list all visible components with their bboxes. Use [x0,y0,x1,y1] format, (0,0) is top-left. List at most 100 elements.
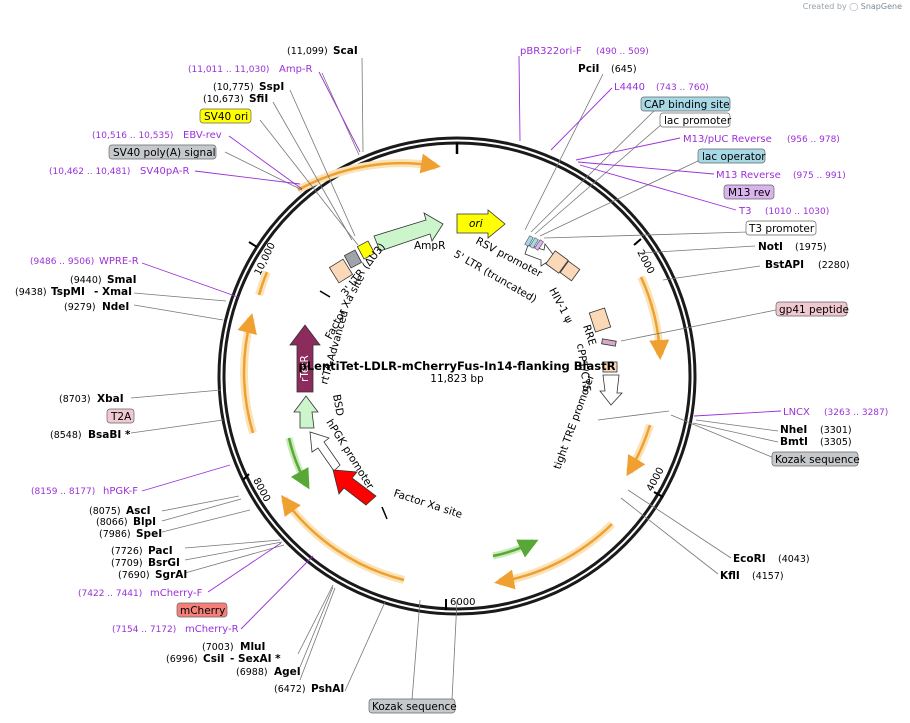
site-sgrai: SgrAI [155,569,187,581]
rre-block [588,307,612,333]
box-gp41-peptide [775,301,848,317]
box-mcherry-label: mCherry [180,605,225,617]
site-bsabi: BsaBI [88,429,121,441]
rtetr-feature-arrow [289,324,321,393]
enzyme-sites: (11,099) ScaI (10,775) SspI (10,673) Sfi… [15,45,852,695]
tre-feature-arrow [599,374,623,406]
orf-arc-top-line [297,153,441,192]
site-pos-bstapi: (2280) [818,260,850,271]
ltr3-block [328,258,354,284]
ori-label: ori [469,218,483,230]
site-smai: SmaI [107,274,137,286]
orf-arc-bottom-left [280,496,405,584]
plasmid-name: pLentiTet-LDLR-mCherryFus-In14-flanking … [299,359,616,373]
cppt-block [601,338,617,347]
box-cap-binding-site-label: CAP binding site [644,99,730,111]
site-pos-sspi: (10,775) [213,82,254,93]
box-mcherry [176,602,228,618]
primer-ebv-rev: EBV-rev [183,130,222,141]
site-pos-sfii: (10,673) [203,94,244,105]
primer-pos-hpgk-f: (8159 .. 8177) [31,487,95,497]
primer-mcherry-r: mCherry-R [185,624,239,635]
orf-arc-upper-left-line [257,271,269,296]
primer-pos-wpre-r: (9486 .. 9506) [30,257,94,267]
site-sspi: SspI [259,81,284,93]
box-sv40-ori-label: SV40 ori [204,111,248,123]
bsd-arcs [285,437,539,560]
site-csii: CsiI [203,653,224,665]
primer-amp-r: Amp-R [279,64,313,75]
site-ecori: EcoRI [733,553,766,565]
bsd-arc-left-line [287,437,310,490]
site-bmti: BmtI [780,436,808,448]
site-nhei: NheI [780,424,807,436]
sv40-ori-block [356,240,376,260]
m13-rev-mark [534,239,544,251]
site-pos-nhei: (3301) [820,425,852,436]
primer-pos-pbr322ori-f: (490 .. 509) [596,47,649,57]
primer-pos-m13-puc-reverse: (956 .. 978) [787,135,840,145]
site-pos-kfli: (4157) [752,571,784,582]
ori-feature-arrow [456,209,506,239]
box-kozak-bottom-label: Kozak sequence [372,701,457,713]
site-scai: ScaI [333,45,358,57]
site-pos-asci: (8075) [89,506,121,517]
site-tspmi: TspMI [51,286,85,298]
primer-pos-sv40pa-r: (10,462 .. 10,481) [49,167,130,177]
tick-label-6000: 6000 [450,597,475,608]
primer-pos-t3: (1010 .. 1030) [765,207,829,217]
site-spei: SpeI [136,528,162,540]
orf-arcs [237,153,670,590]
site-noti: NotI [758,241,783,253]
box-cap-binding-site [640,96,731,112]
site-paci: PacI [148,545,173,557]
feature-boxes: SV40 ori SV40 poly(A) signal T2A mCherry… [106,96,860,714]
primer-pos-lncx: (3263 .. 3287) [824,408,888,418]
sv40-polya-block [343,249,363,269]
bsd-arc-bottom-line [492,539,539,558]
box-kozak-right-label: Kozak sequence [775,454,860,466]
primer-lncx: LNCX [783,407,810,418]
primer-lines [141,55,782,630]
box-t3-promoter [745,220,817,236]
site-bsabi-star: * [125,429,131,441]
mcherry-feature-arrow [332,469,377,506]
site-pos-sgrai: (7690) [118,570,150,581]
primer-t3: T3 [738,206,751,217]
ampr-label: AmpR [414,240,445,252]
site-sexai: - SexAI * [230,653,281,665]
site-xbai: XbaI [97,393,124,405]
orf-arc-right [637,275,664,356]
box-lac-promoter-label: lac promoter [664,115,732,127]
ltr5-block [545,250,569,274]
box-sv40-polya-label: SV40 poly(A) signal [113,147,216,159]
site-pos-noti: (1975) [795,242,827,253]
site-pos-xbai: (8703) [59,394,91,405]
fxa-bottom-label: Factor Xa site [392,487,464,520]
site-agei: AgeI [274,666,301,678]
site-pos-csii: (6996) [166,654,198,665]
rtetr-label: rTetR [299,355,311,382]
site-pos-pcii: (645) [611,64,637,75]
cap-site-mark [524,235,534,247]
lac-operator-mark [529,237,539,249]
box-sv40-polya [108,144,217,160]
site-pos-tspmi: (9438) [15,287,47,298]
primer-pbr322ori-f: pBR322ori-F [520,46,582,57]
primer-pos-l4440: (743 .. 760) [656,83,709,93]
box-t2a [106,408,135,424]
site-asci: AscI [126,505,151,517]
site-pos-pshai: (6472) [274,684,306,695]
site-pos-spei: (7986) [99,529,131,540]
primer-l4440: L4440 [614,82,645,93]
primer-pos-m13-reverse: (975 .. 991) [793,171,846,181]
box-lac-promoter [659,112,731,128]
snapgene-credit: Created by ◯ SnapGene [803,2,902,11]
site-pos-paci: (7726) [111,546,143,557]
site-sfii: SfiI [249,93,268,105]
box-gp41-peptide-label: gp41 peptide [779,304,849,316]
primer-pos-mcherry-r: (7154 .. 7172) [112,625,176,635]
primer-pos-amp-r: (11,011 .. 11,030) [188,65,269,75]
primer-sv40pa-r: SV40pA-R [140,166,189,177]
